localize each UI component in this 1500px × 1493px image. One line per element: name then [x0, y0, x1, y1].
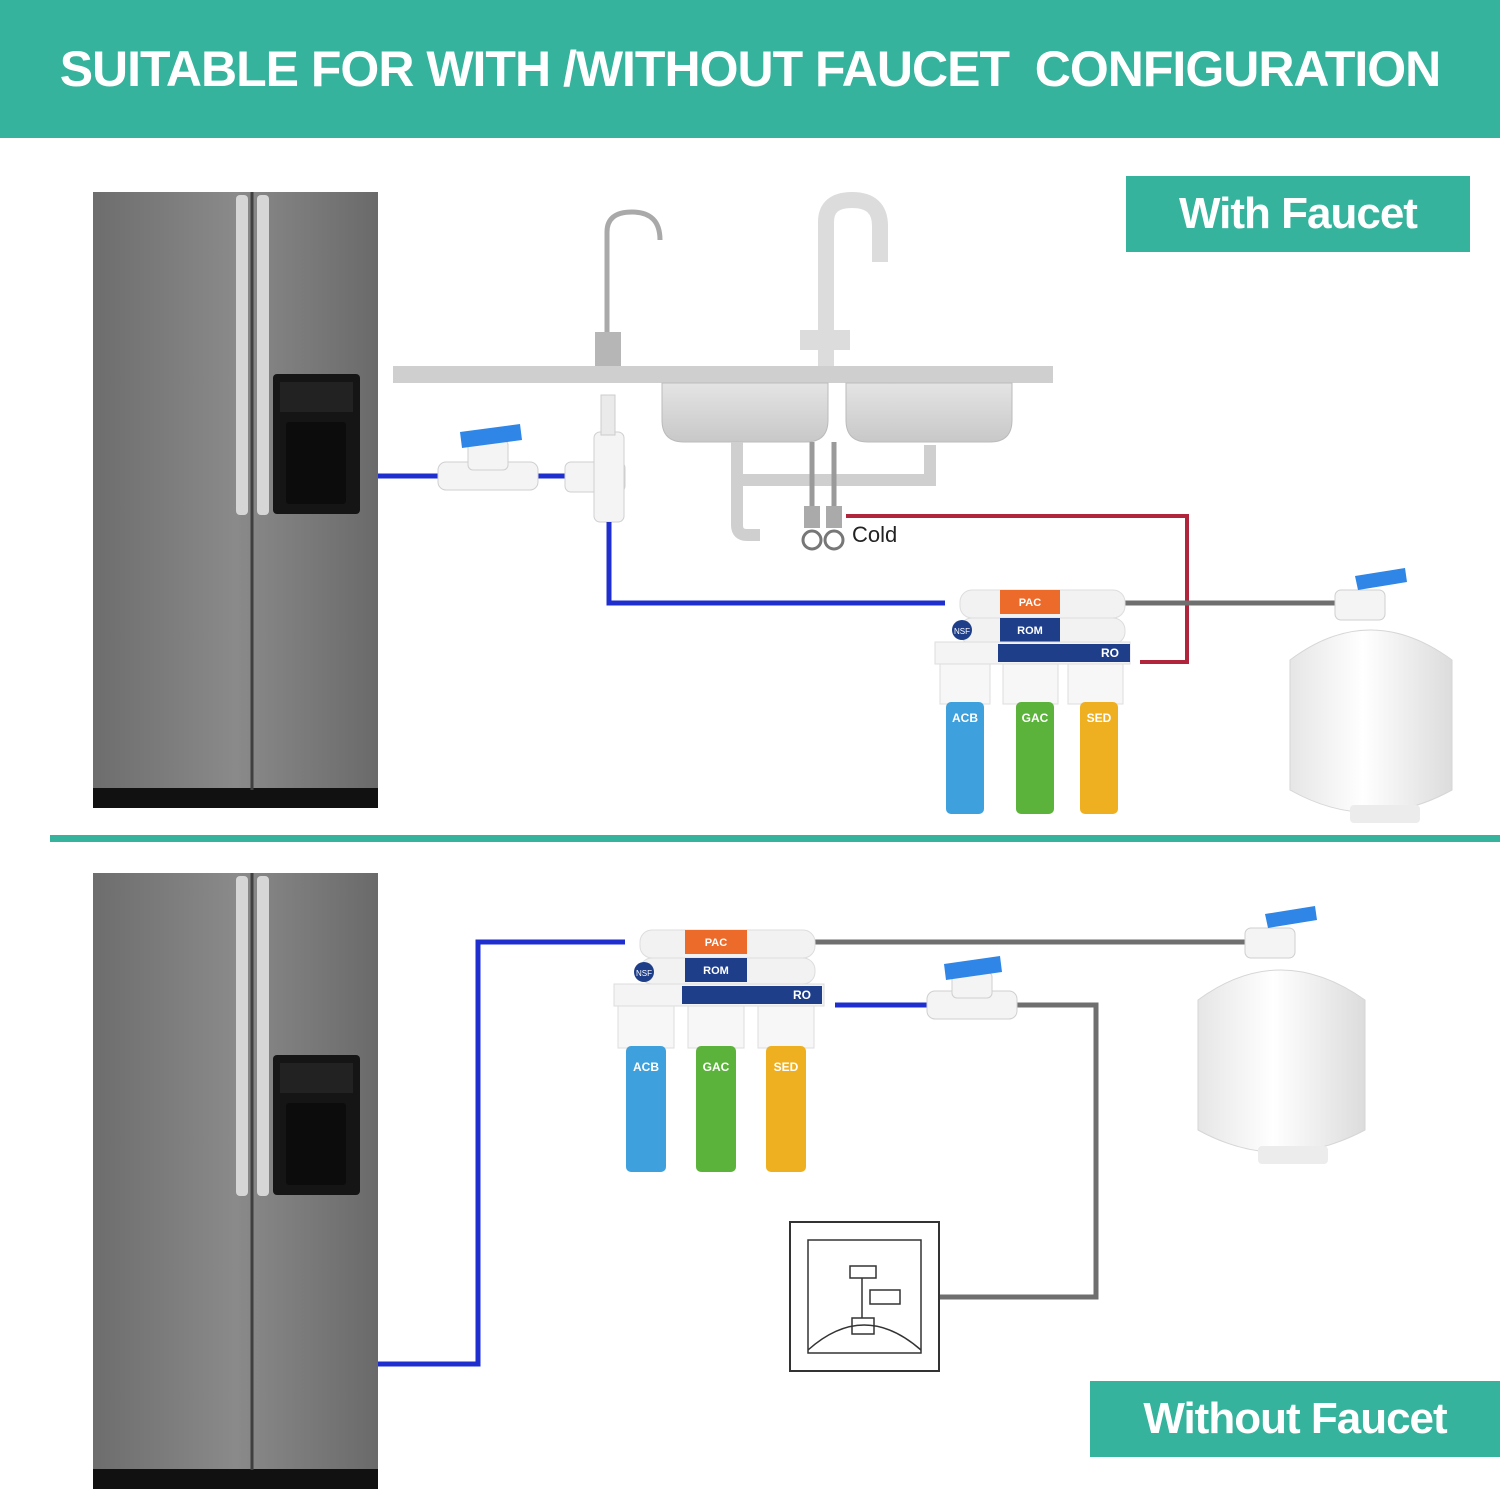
header-banner: SUITABLE FOR WITH /WITHOUT FAUCET CONFIG…	[0, 0, 1500, 138]
stage-gac: GAC	[1022, 711, 1049, 725]
ro-top-filter-rom: ROM	[1017, 625, 1043, 637]
stage-acb-lower: ACB	[633, 1060, 659, 1074]
stage-sed-lower: SED	[774, 1060, 799, 1074]
ro-housing-label-lower: RO	[793, 988, 811, 1002]
wall-valve-icon	[789, 1221, 940, 1372]
sink-icon	[393, 366, 1053, 551]
ro-filter-system-icon-lower: PAC ROM NSF RO ACB GAC SED	[613, 929, 825, 1172]
ro-filter-system-icon: PAC ROM NSF RO ACB GAC SED	[934, 589, 1131, 814]
refrigerator-icon-lower	[93, 873, 378, 1489]
ro-top-filter-pac-lower: PAC	[705, 937, 727, 949]
without-faucet-label: Without Faucet	[1090, 1381, 1500, 1457]
refrigerator-icon	[93, 192, 378, 808]
storage-tank-icon-lower	[1197, 906, 1366, 1164]
page-title: SUITABLE FOR WITH /WITHOUT FAUCET CONFIG…	[59, 41, 1442, 97]
section-divider	[50, 835, 1500, 842]
nsf-badge-lower: NSF	[636, 969, 652, 978]
faucet-icon	[595, 191, 888, 366]
cold-label: Cold	[852, 522, 898, 547]
stage-sed: SED	[1087, 711, 1112, 725]
stage-gac-lower: GAC	[703, 1060, 730, 1074]
storage-tank-icon	[1289, 568, 1453, 823]
ro-housing-label: RO	[1101, 646, 1119, 660]
ro-top-filter-rom-lower: ROM	[703, 965, 729, 977]
tee-connector-icon	[564, 394, 626, 523]
ball-valve-icon	[437, 424, 539, 491]
with-faucet-label: With Faucet	[1126, 176, 1470, 252]
ro-top-filter-pac: PAC	[1019, 597, 1041, 609]
nsf-badge: NSF	[954, 627, 970, 636]
stage-acb: ACB	[952, 711, 978, 725]
ball-valve-icon-lower	[926, 956, 1018, 1020]
